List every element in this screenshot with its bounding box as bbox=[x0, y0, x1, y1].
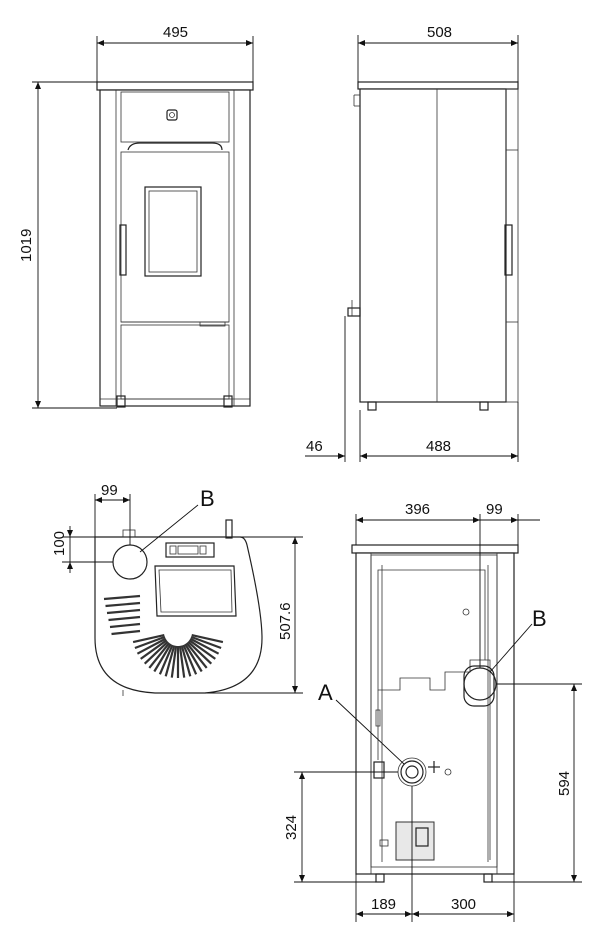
dim-side-offset: 46 bbox=[306, 438, 323, 455]
dim-back-b-x: 396 bbox=[405, 501, 430, 518]
label-b-top: B bbox=[200, 486, 215, 511]
dim-top-b-offset: 99 bbox=[101, 482, 118, 499]
vent-slot bbox=[182, 644, 198, 675]
vent-slot bbox=[105, 601, 141, 608]
door-handle bbox=[119, 224, 127, 276]
vent-slot bbox=[103, 594, 141, 601]
dim-back-a-height: 324 bbox=[283, 815, 300, 840]
logo-icon bbox=[166, 109, 178, 121]
dim-height: 1019 bbox=[18, 229, 35, 262]
vent-slot bbox=[106, 608, 141, 615]
vent-slot bbox=[188, 639, 216, 660]
vent-slot bbox=[109, 622, 141, 629]
dim-front-width: 495 bbox=[163, 24, 188, 41]
back-inlet-a-circle bbox=[400, 760, 424, 784]
dim-back-a-to-right: 300 bbox=[451, 896, 476, 913]
vent-slot bbox=[136, 637, 167, 655]
dim-top-depth: 507.6 bbox=[277, 602, 294, 640]
label-b-back: B bbox=[532, 606, 547, 631]
label-a-back: A bbox=[318, 680, 333, 705]
vent-slot bbox=[140, 639, 168, 660]
dim-side-depth: 508 bbox=[427, 24, 452, 41]
vent-slot bbox=[108, 615, 141, 622]
front-view bbox=[32, 36, 254, 409]
vent-slot bbox=[187, 640, 213, 665]
vent-slot bbox=[158, 644, 174, 675]
dim-top-b-offset-y: 100 bbox=[51, 531, 68, 556]
vent-slot bbox=[190, 635, 222, 650]
vent-slot bbox=[143, 640, 169, 665]
dim-back-b-height: 594 bbox=[556, 771, 573, 796]
vent-slot bbox=[185, 642, 208, 669]
vent-slot bbox=[191, 634, 224, 644]
vent-slot bbox=[132, 634, 165, 644]
vent-slot bbox=[153, 643, 172, 673]
vent-slot bbox=[111, 629, 141, 636]
top-view bbox=[62, 494, 303, 696]
vent-slot bbox=[180, 645, 192, 677]
vent-slot bbox=[170, 645, 178, 678]
vent-slot bbox=[184, 643, 203, 673]
vent-slot bbox=[164, 645, 176, 677]
vent-slot bbox=[134, 635, 166, 650]
back-view bbox=[294, 514, 582, 922]
dim-back-b-edge: 99 bbox=[486, 501, 503, 518]
dim-back-a-x: 189 bbox=[371, 896, 396, 913]
vent-slot bbox=[189, 637, 220, 655]
vent-slot bbox=[148, 642, 171, 669]
vent-slot bbox=[178, 645, 186, 678]
dim-side-base-depth: 488 bbox=[426, 438, 451, 455]
side-view bbox=[305, 35, 519, 462]
